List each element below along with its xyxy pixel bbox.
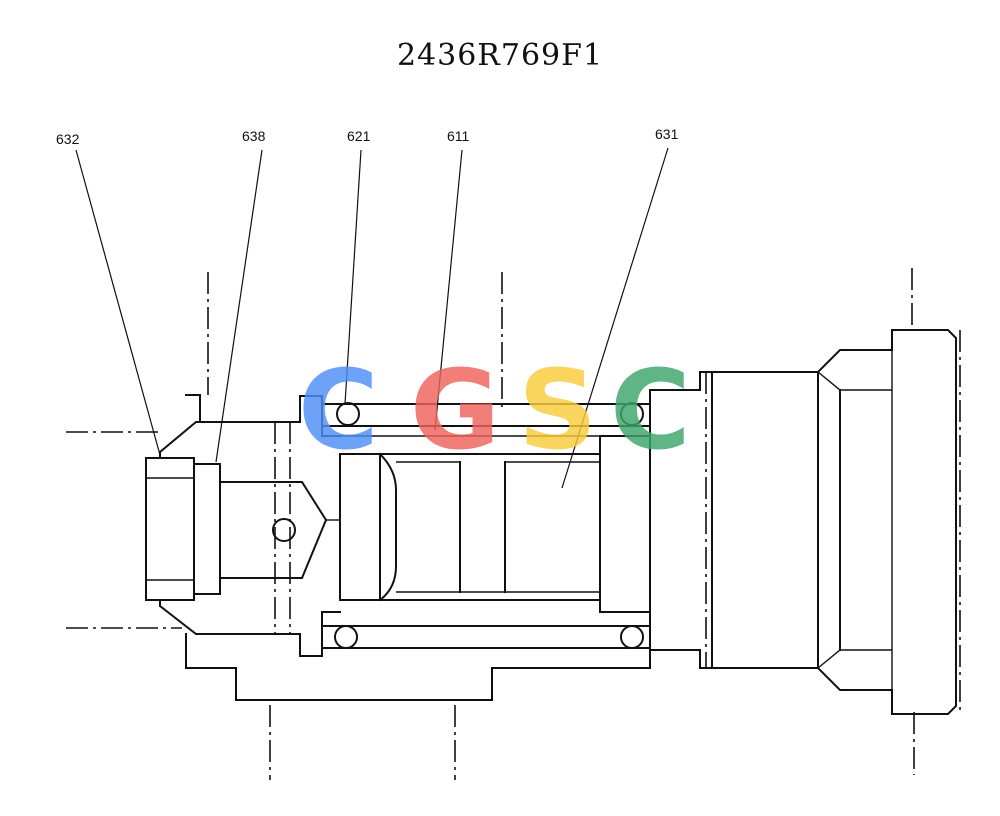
- label-632: 632: [56, 131, 80, 147]
- o-ring-lower-right: [620, 625, 644, 649]
- rod-and-seals: [321, 402, 651, 649]
- label-611: 611: [447, 128, 470, 144]
- watermark-letter-3: S: [518, 346, 597, 474]
- diagram-title: 2436R769F1: [396, 38, 604, 73]
- label-631: 631: [655, 126, 679, 142]
- right-housing: [649, 329, 957, 715]
- watermark-letter-2: G: [410, 346, 500, 474]
- o-ring-lower-left: [334, 625, 358, 649]
- watermark-letter-4: C: [610, 346, 691, 474]
- center-lines: [66, 268, 961, 780]
- watermark-letter-1: C: [298, 346, 379, 474]
- left-end-cap: [145, 394, 651, 701]
- label-638: 638: [242, 128, 266, 144]
- spool-body: [339, 435, 651, 613]
- watermark-logo: C G S C: [298, 346, 691, 474]
- o-ring-upper-left: [336, 402, 360, 426]
- label-621: 621: [347, 128, 371, 144]
- leader-lines: [75, 147, 669, 489]
- o-ring-upper-right: [620, 402, 644, 426]
